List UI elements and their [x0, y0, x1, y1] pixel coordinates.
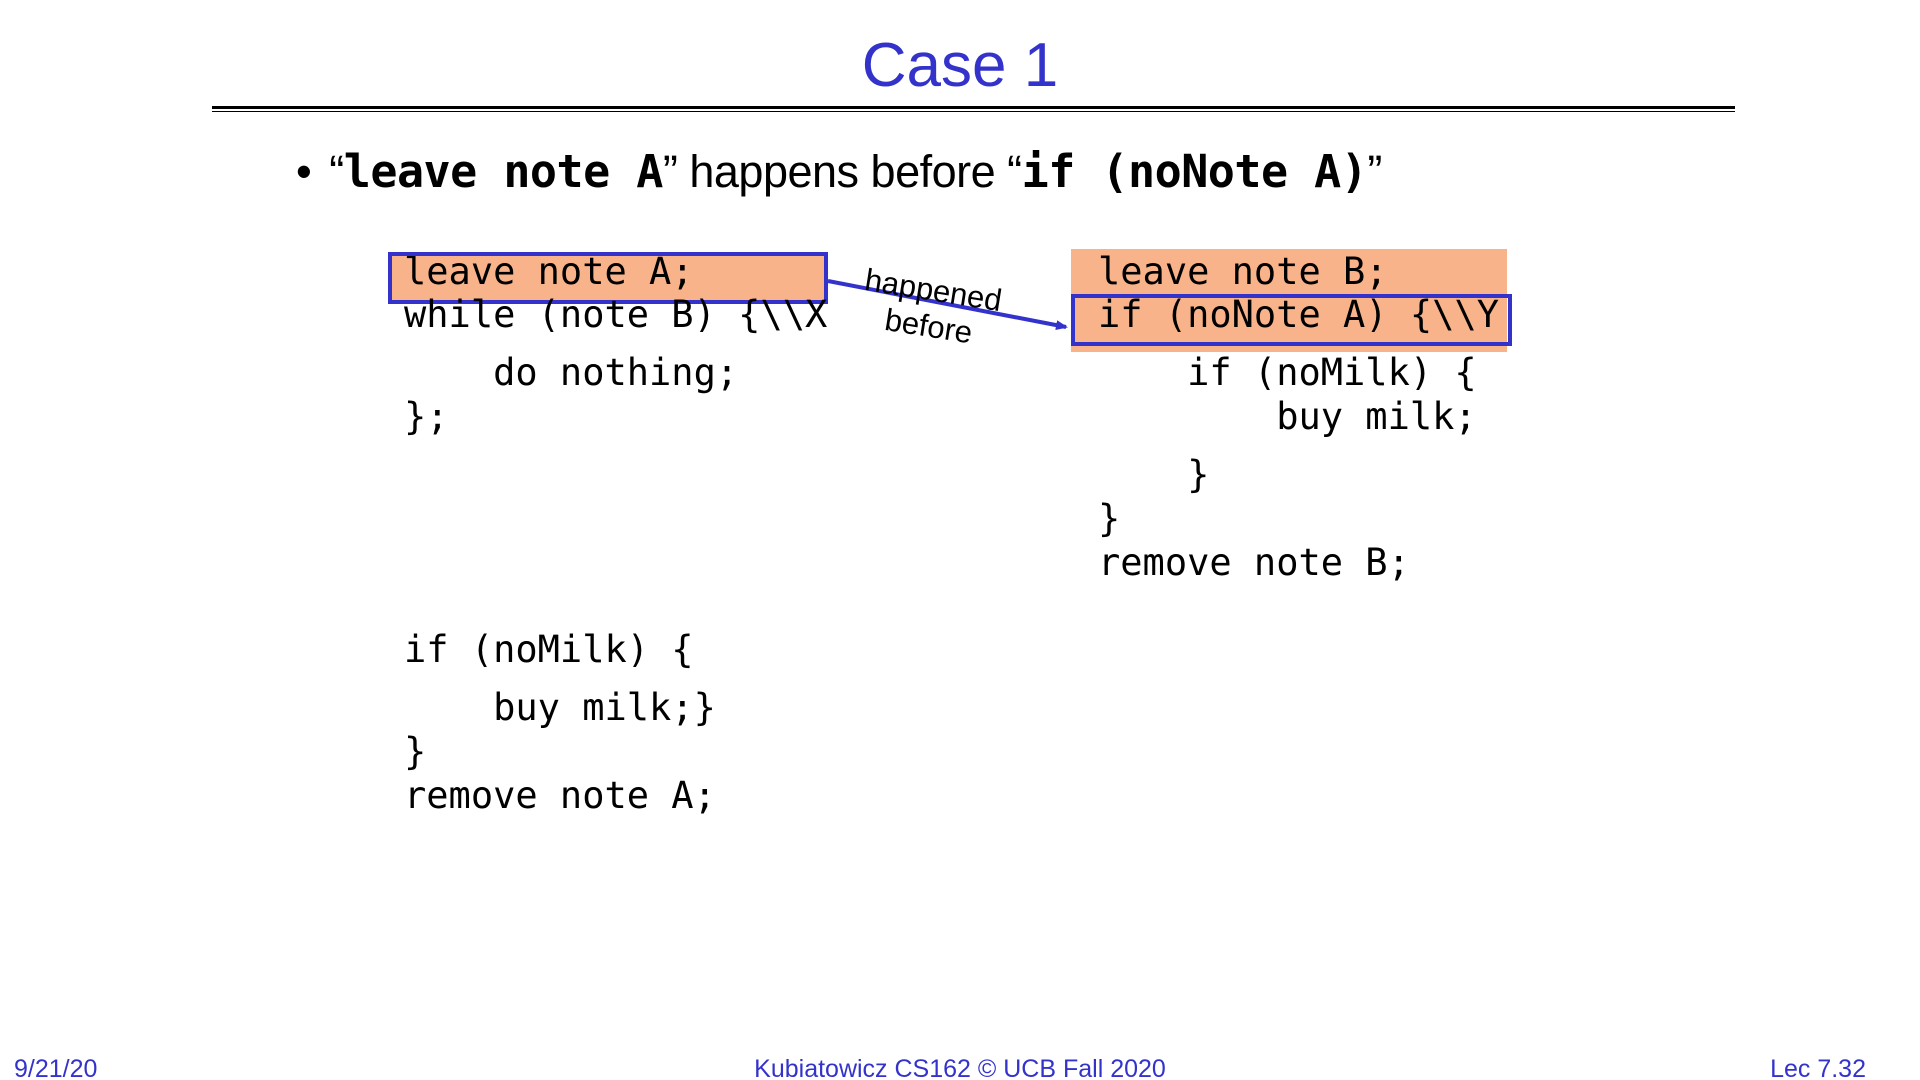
- title-rule-thick: [212, 106, 1735, 109]
- thread-a-line-5: if (noMilk) {: [404, 628, 694, 671]
- thread-a-line-1: leave note A;: [404, 250, 694, 293]
- bullet-point: •“leave note A” happens before “if (noNo…: [296, 142, 1382, 202]
- footer-course: Kubiatowicz CS162 © UCB Fall 2020: [754, 1055, 1166, 1080]
- footer-date: 9/21/20: [14, 1055, 98, 1080]
- slide-title: Case 1: [861, 31, 1059, 100]
- thread-a-line-3: do nothing;: [404, 351, 739, 394]
- thread-b-line-3: if (noMilk) {: [1098, 351, 1477, 394]
- thread-b-line-4: buy milk;: [1098, 395, 1477, 438]
- thread-b-line-1: leave note B;: [1098, 250, 1388, 293]
- thread-a-line-4: };: [404, 395, 449, 438]
- bullet-code-1: leave note A: [343, 145, 664, 198]
- thread-b-line-5: }: [1098, 453, 1210, 496]
- bullet-marker: •: [296, 146, 312, 197]
- thread-b-box: [1071, 294, 1512, 346]
- thread-a-line-7: }: [404, 730, 427, 773]
- quote-open-1: “: [329, 146, 344, 197]
- bullet-text: happens before: [677, 146, 1008, 197]
- thread-a-highlight: [390, 253, 826, 301]
- thread-b-highlight: [1071, 249, 1507, 352]
- thread-a-box: [388, 252, 828, 304]
- quote-close-2: ”: [1367, 146, 1382, 197]
- quote-open-2: “: [1007, 146, 1022, 197]
- thread-b-line-6: }: [1098, 497, 1121, 540]
- thread-a-line-2: while (note B) {\\X: [404, 293, 828, 336]
- footer-lecture: Lec 7.32: [1770, 1055, 1866, 1080]
- thread-b-line-2: if (noNote A) {\\Y: [1098, 293, 1499, 336]
- quote-close-1: ”: [662, 146, 678, 197]
- thread-a-line-8: remove note A;: [404, 774, 716, 817]
- title-rule-thin: [212, 111, 1735, 112]
- thread-b-line-7: remove note B;: [1098, 541, 1410, 584]
- bullet-code-2: if (noNote A): [1021, 145, 1368, 198]
- thread-a-line-6: buy milk;}: [404, 686, 716, 729]
